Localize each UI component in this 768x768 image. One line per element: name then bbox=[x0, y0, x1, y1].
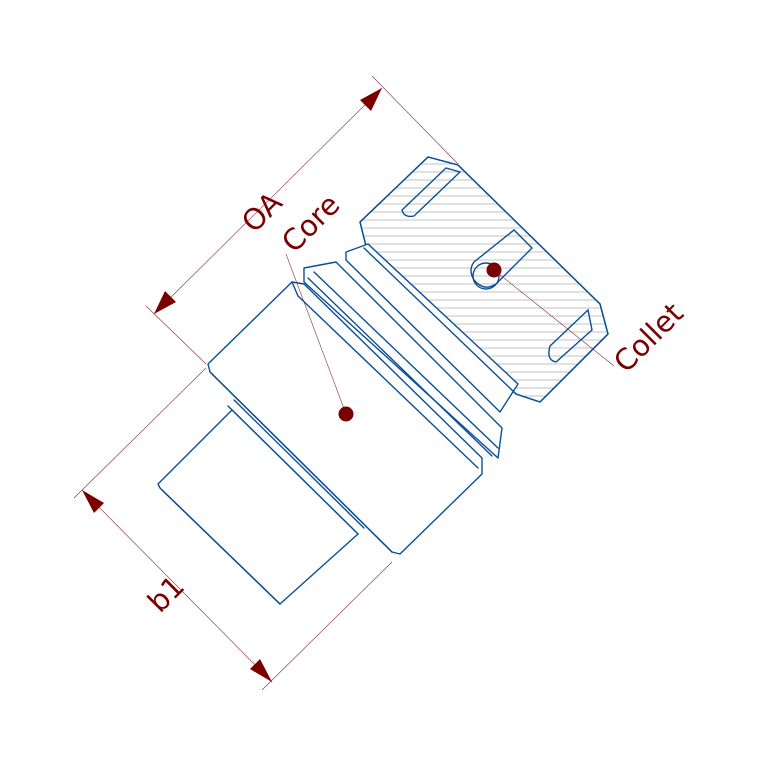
oa-arrow-top bbox=[360, 88, 382, 111]
collet-bottom-slot bbox=[548, 308, 593, 363]
oa-dimension-line bbox=[153, 87, 383, 315]
core-marker-dot bbox=[338, 406, 354, 422]
b1-dimension-line bbox=[81, 489, 273, 683]
b1-arrow-top bbox=[82, 490, 104, 513]
oa-arrow-bottom bbox=[154, 291, 176, 314]
core-label: Core bbox=[275, 187, 347, 259]
b1-label: b1 bbox=[141, 569, 191, 619]
collet-top-slot bbox=[401, 167, 462, 218]
collet-marker-dot bbox=[486, 262, 502, 278]
b1-arrow-bottom bbox=[250, 659, 272, 682]
collet-pin bbox=[470, 229, 533, 290]
collet-part bbox=[359, 156, 609, 403]
collet-label: Collet bbox=[607, 296, 690, 379]
